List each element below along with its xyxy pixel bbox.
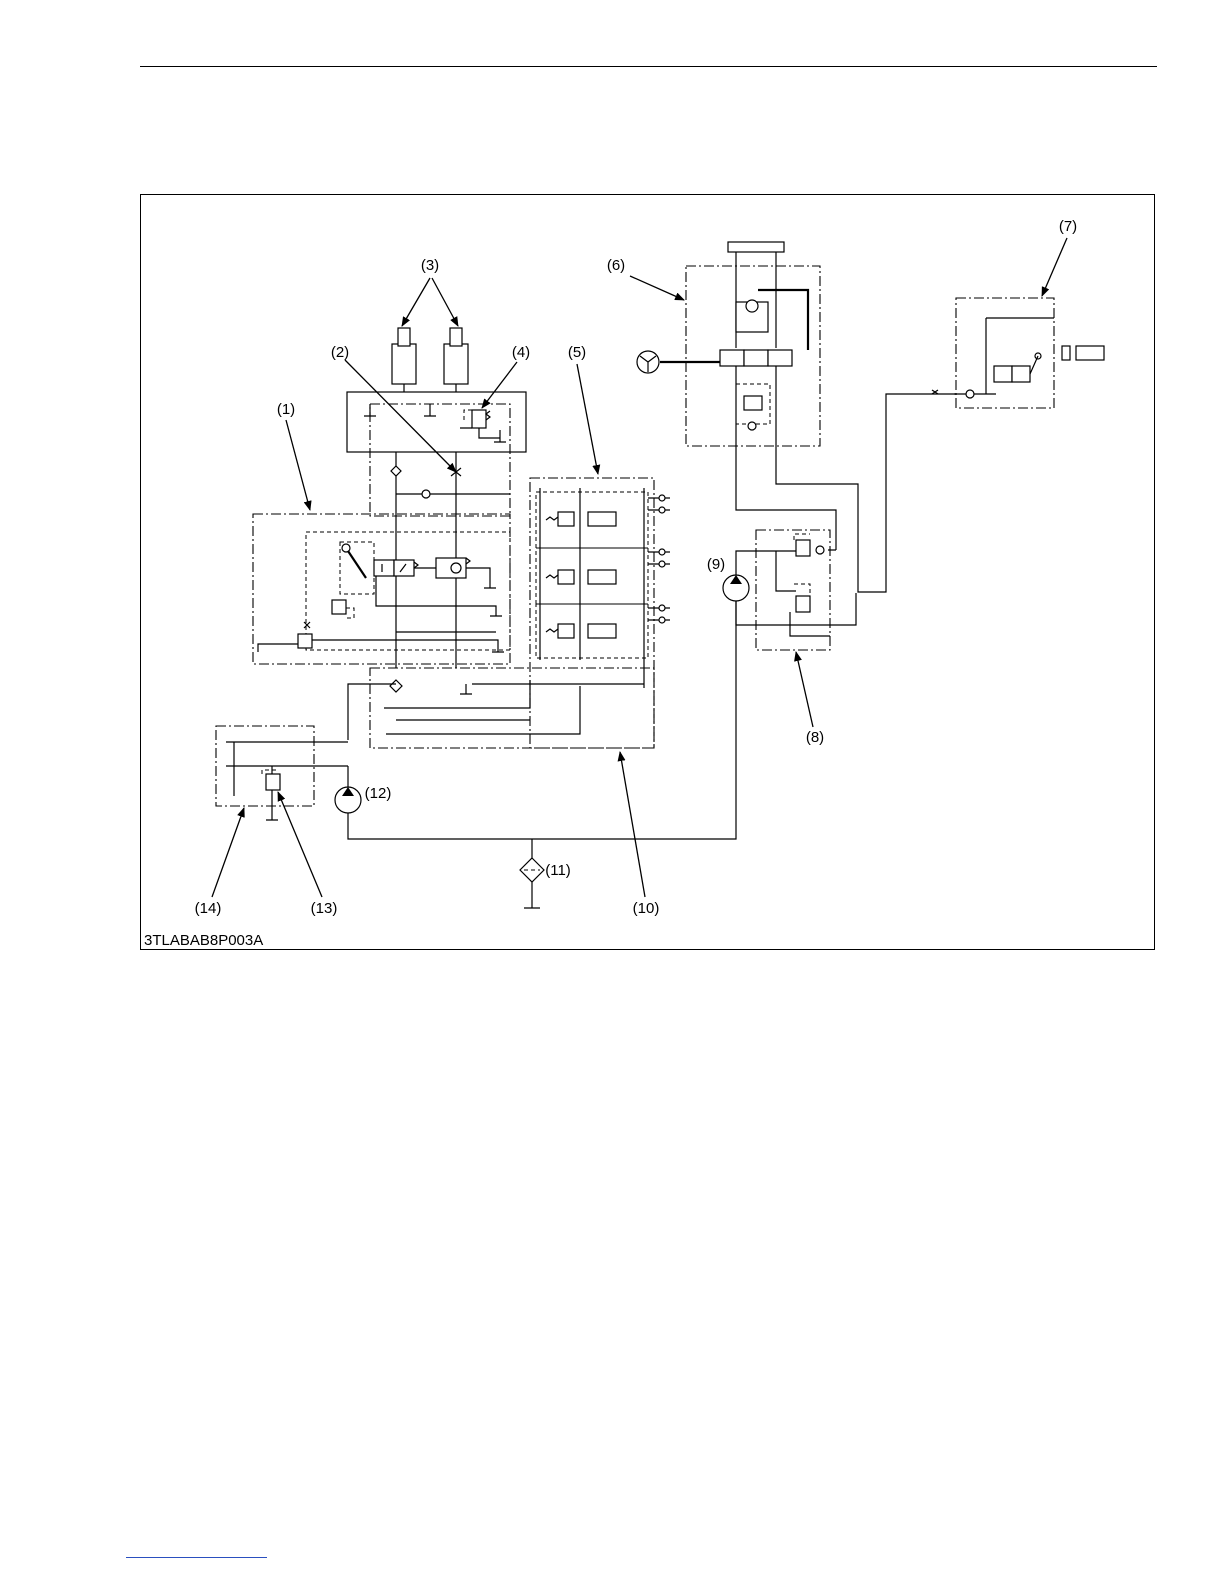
relief-valve [298, 634, 312, 648]
footer-rule [126, 1557, 267, 1558]
sequence-valve [332, 600, 346, 614]
callout-3: (3) [421, 257, 439, 274]
lift-cylinder-left [392, 328, 416, 392]
lift-cylinder-right [444, 328, 468, 392]
steering-cylinder [728, 242, 784, 252]
valve-section-1 [546, 512, 616, 526]
callout-7: (7) [1059, 218, 1077, 235]
hitch-block-outline [370, 404, 510, 516]
valve-section-2 [546, 570, 616, 584]
callout-14: (14) [195, 900, 222, 917]
callout-12: (12) [365, 785, 392, 802]
leader-6 [630, 276, 684, 300]
leader-8 [796, 652, 813, 727]
callout-1: (1) [277, 401, 295, 418]
callout-8: (8) [806, 729, 824, 746]
leader-4 [482, 362, 517, 408]
callout-9: (9) [707, 556, 725, 573]
leader-13 [278, 792, 322, 897]
leader-7 [1042, 238, 1067, 296]
pilot-check-valve [436, 558, 470, 578]
control-valve-1-outline [253, 514, 510, 664]
implement-cylinder [1076, 346, 1104, 360]
callout-4: (4) [512, 344, 530, 361]
leader-1 [286, 420, 310, 510]
leader-5 [577, 364, 598, 474]
steering-relief-valve [744, 396, 762, 410]
relief-valve-13 [266, 774, 280, 790]
filter-small [390, 680, 402, 692]
relief-valve-4 [460, 410, 500, 438]
cylinder-housing [347, 392, 526, 452]
steering-valve [720, 350, 792, 366]
leader-3b [432, 278, 458, 326]
leader-10 [620, 752, 645, 897]
check-valve-ball [422, 490, 430, 498]
valve-section-3 [546, 624, 616, 638]
leader-3a [402, 278, 430, 326]
control-spool [374, 560, 418, 576]
implement-valve-spool [994, 366, 1030, 382]
callout-10: (10) [633, 900, 660, 917]
callout-6: (6) [607, 257, 625, 274]
callout-5: (5) [568, 344, 586, 361]
control-lever [346, 548, 366, 578]
check-valve [391, 466, 401, 476]
callout-2: (2) [331, 344, 349, 361]
leader-14 [212, 808, 244, 897]
callout-13: (13) [311, 900, 338, 917]
callout-11: (11) [545, 862, 571, 879]
figure-id: 3TLABAB8P003A [144, 932, 263, 949]
